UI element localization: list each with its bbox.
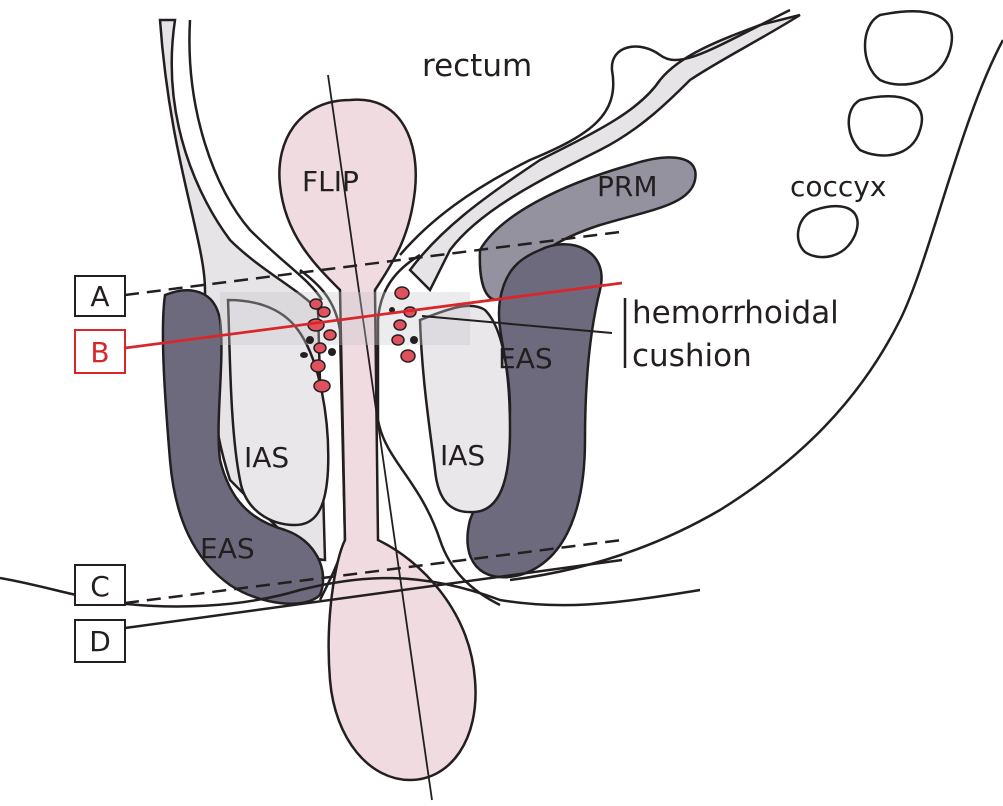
plane-box-a: A: [75, 276, 125, 316]
cushion-dot: [314, 343, 326, 353]
plane-box-c: C: [75, 565, 125, 605]
cushion-dot: [314, 380, 330, 392]
cushion-dot: [324, 330, 336, 340]
cushion-dot: [394, 320, 406, 330]
plane-box-b: B: [75, 330, 125, 373]
coccyx-segment: [849, 96, 922, 155]
label-ias-left: IAS: [244, 441, 289, 474]
label-rectum: rectum: [422, 48, 532, 84]
plane-box-b-label: B: [90, 336, 109, 369]
coccyx-segment: [865, 11, 952, 84]
cushion-dot: [311, 360, 325, 372]
plane-box-d: D: [75, 620, 125, 662]
cushion-dot: [306, 336, 314, 344]
cushion-dot: [328, 348, 336, 356]
cushion-dot: [395, 287, 409, 299]
plane-box-d-label: D: [89, 625, 111, 658]
cushion-dot: [300, 352, 308, 358]
cushion-dot: [392, 335, 404, 345]
label-prm: PRM: [597, 170, 658, 203]
label-flip: FLIP: [302, 165, 359, 198]
plane-box-a-label: A: [90, 280, 109, 313]
label-cushion: cushion: [632, 338, 752, 374]
cushion-dot: [410, 336, 418, 344]
plane-box-c-label: C: [90, 570, 110, 603]
label-ias-right: IAS: [440, 439, 485, 472]
label-eas-left: EAS: [200, 532, 255, 565]
cushion-dot: [401, 350, 415, 362]
coccyx-bones: [798, 11, 952, 257]
label-eas-right: EAS: [498, 342, 553, 375]
label-hemorrhoidal: hemorrhoidal: [632, 295, 839, 331]
label-coccyx: coccyx: [790, 170, 886, 203]
coccyx-segment: [798, 206, 858, 257]
cushion-dot: [318, 307, 330, 317]
